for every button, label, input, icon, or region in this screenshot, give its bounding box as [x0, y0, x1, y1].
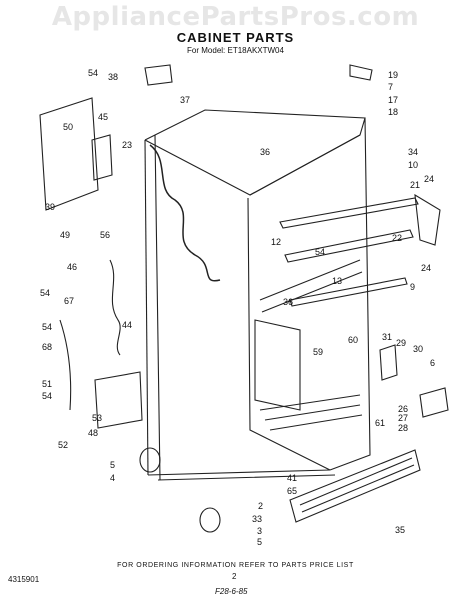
part-label: 49 [60, 230, 70, 240]
drain-tube [59, 319, 72, 411]
document-code: 4315901 [8, 575, 40, 584]
lower-compartment [254, 319, 301, 411]
hinge-right [414, 193, 441, 246]
part-label: 28 [398, 423, 408, 433]
cabinet-right-side [329, 117, 371, 471]
part-labels: 54 38 45 37 50 23 36 19 7 17 18 34 10 21… [40, 68, 435, 547]
part-label: 54 [42, 391, 52, 401]
bottom-rail [289, 277, 408, 307]
ordering-note: FOR ORDERING INFORMATION REFER TO PARTS … [117, 562, 354, 569]
part-label: 51 [42, 379, 52, 389]
leveler [419, 387, 449, 418]
part-label: 6 [430, 358, 435, 368]
part-label: 56 [100, 230, 110, 240]
part-label: 50 [63, 122, 73, 132]
part-label: 54 [315, 247, 325, 257]
part-label: 53 [92, 413, 102, 423]
upper-rail [279, 197, 419, 229]
part-label: 27 [398, 413, 408, 423]
cabinet-bottom [147, 469, 331, 476]
page-number: 2 [232, 572, 237, 581]
part-label: 45 [98, 112, 108, 122]
part-label: 5 [110, 460, 115, 470]
floor-lines [259, 394, 363, 431]
part-label: 54 [88, 68, 98, 78]
cabinet-top [144, 109, 366, 196]
part-label: 60 [348, 335, 358, 345]
part-label: 39 [45, 202, 55, 212]
model-subtitle: For Model: ET18AKXTW04 [187, 46, 284, 55]
part-label: 36 [283, 297, 293, 307]
part-label: 37 [180, 95, 190, 105]
part-label: 34 [408, 147, 418, 157]
lower-rail [284, 229, 414, 263]
part-label: 4 [110, 473, 115, 483]
cabinet-inner-back [249, 134, 361, 196]
part-label: 30 [413, 344, 423, 354]
control-inner [91, 134, 113, 181]
part-label: 24 [424, 174, 434, 184]
part-label: 29 [396, 338, 406, 348]
part-label: 67 [64, 296, 74, 306]
page-title: CABINET PARTS [176, 30, 295, 45]
grille-slats [299, 457, 415, 513]
part-label: 31 [382, 332, 392, 342]
part-label: 5 [257, 537, 262, 547]
part-label: 3 [257, 526, 262, 536]
part-label: 54 [40, 288, 50, 298]
part-label: 21 [410, 180, 420, 190]
cabinet-flange [154, 134, 336, 481]
part-label: 41 [287, 473, 297, 483]
harness [109, 259, 121, 356]
cabinet-inner-left [247, 197, 331, 471]
part-label: 18 [388, 107, 398, 117]
part-label: 52 [58, 440, 68, 450]
part-label: 17 [388, 95, 398, 105]
watermark: AppliancePartsPros.com [51, 2, 420, 32]
part-label: 26 [398, 404, 408, 414]
part-label: 48 [88, 428, 98, 438]
part-label: 2 [258, 501, 263, 511]
part-label: 46 [67, 262, 77, 272]
roller-front [199, 507, 221, 533]
grille [289, 449, 421, 523]
part-label: 9 [410, 282, 415, 292]
part-label: 23 [122, 140, 132, 150]
part-label: 24 [421, 263, 431, 273]
part-label: 59 [313, 347, 323, 357]
part-label: 61 [375, 418, 385, 428]
part-label: 35 [395, 525, 405, 535]
part-label: 7 [388, 82, 393, 92]
part-label: 22 [392, 233, 402, 243]
part-label: 10 [408, 160, 418, 170]
part-label: 19 [388, 70, 398, 80]
part-label: 54 [42, 322, 52, 332]
hinge-top [349, 64, 373, 81]
compartment-cover [94, 371, 143, 429]
roller-left [139, 447, 161, 473]
part-label: 38 [108, 72, 118, 82]
thermostat [144, 64, 173, 86]
date-stamp: F28-6-85 [215, 587, 248, 596]
cabinet-rip-edge [149, 144, 221, 282]
part-label: 33 [252, 514, 262, 524]
door-stop [379, 344, 398, 381]
control-panel [39, 97, 99, 211]
cabinet-front-edge [144, 139, 149, 476]
part-label: 68 [42, 342, 52, 352]
divider-rail [259, 259, 363, 313]
part-label: 44 [122, 320, 132, 330]
part-label: 13 [332, 276, 342, 286]
part-label: 65 [287, 486, 297, 496]
part-label: 36 [260, 147, 270, 157]
part-label: 12 [271, 237, 281, 247]
